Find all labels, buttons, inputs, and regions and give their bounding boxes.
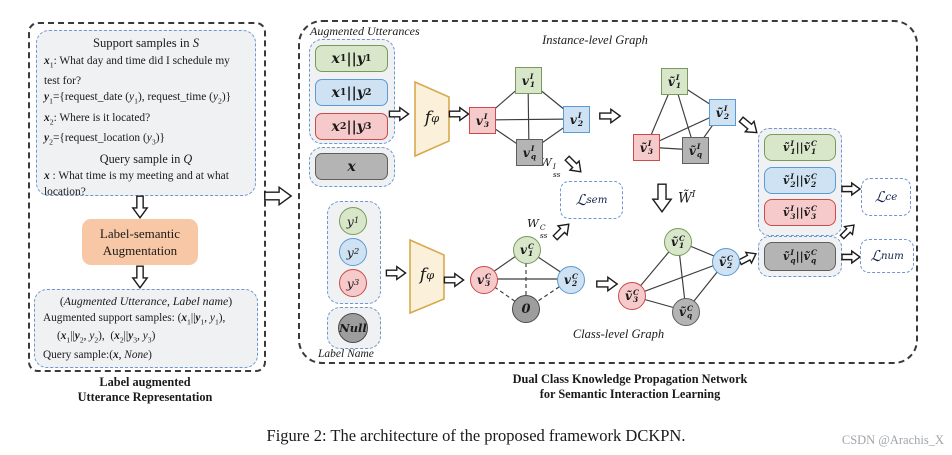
right-footer-line2: for Semantic Interaction Learning bbox=[539, 386, 721, 401]
left-footer-line2: Utterance Representation bbox=[77, 389, 213, 404]
augmented-box-line2: (x1||y2, y2), (x2||y3, y3) bbox=[57, 330, 156, 345]
augmented-utterance-box: (Augmented Utterance, Label name) Augmen… bbox=[34, 289, 258, 368]
support-line: y1={request_date (y1), request_time (y2)… bbox=[44, 91, 232, 106]
figure-caption: Figure 2: The architecture of the propos… bbox=[266, 426, 686, 445]
right-panel-border bbox=[298, 20, 918, 364]
instance-graph-title: Instance-level Graph bbox=[542, 33, 648, 47]
support-samples-title: Support samples in S bbox=[93, 36, 199, 50]
augmented-box-header: (Augmented Utterance, Label name) bbox=[59, 294, 233, 308]
query-sample-line: x : What time is my meeting and at what … bbox=[44, 170, 229, 199]
support-line: y2={request_location (y3)} bbox=[44, 131, 165, 147]
panel-transfer-arrow bbox=[265, 187, 291, 205]
node-zero-class: 0 bbox=[512, 295, 540, 323]
augmentation-label-line2: Augmentation bbox=[102, 243, 178, 258]
label-name-caption: Label Name bbox=[318, 348, 374, 360]
right-panel-footer: Dual Class Knowledge Propagation Network… bbox=[480, 372, 780, 401]
label-semantic-augmentation-box: Label-semantic Augmentation bbox=[82, 219, 198, 265]
class-graph-title: Class-level Graph bbox=[572, 327, 665, 341]
left-footer-line1: Label augmented bbox=[99, 375, 191, 389]
watermark: CSDN @Arachis_X bbox=[841, 433, 944, 447]
label-null: Null bbox=[338, 313, 368, 343]
w-instance-label: W̃I bbox=[678, 189, 696, 207]
support-line: x2: Where is it located? bbox=[44, 111, 151, 126]
augmented-box-line1: Augmented support samples: (x1||y1, y1), bbox=[43, 311, 226, 326]
augmentation-label-line1: Label-semantic bbox=[99, 226, 181, 241]
support-line: x1: What day and time did I schedule my … bbox=[44, 55, 230, 88]
utterance-x: x bbox=[315, 153, 388, 180]
augmented-box-line3: Query sample:(x, None) bbox=[43, 349, 152, 361]
right-footer-line1: Dual Class Knowledge Propagation Network bbox=[512, 372, 748, 386]
augmented-utterances-label: Augmented Utterances bbox=[310, 24, 420, 38]
left-panel-footer: Label augmented Utterance Representation bbox=[45, 375, 245, 404]
query-sample-title: Query sample in Q bbox=[99, 152, 193, 167]
support-samples-box: Support samples in S x1: What day and ti… bbox=[36, 30, 256, 198]
